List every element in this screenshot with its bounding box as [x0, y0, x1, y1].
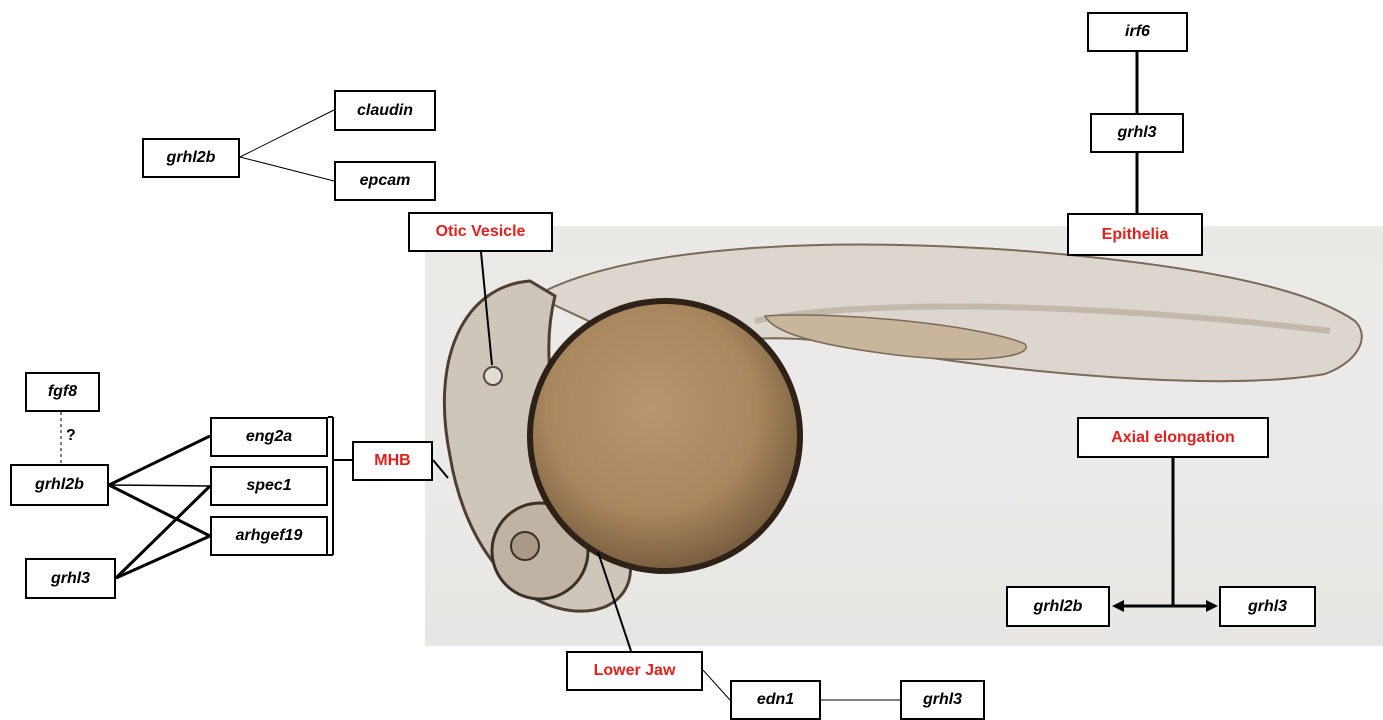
gene-box-arhgef19: arhgef19 [210, 516, 328, 556]
region-label: MHB [374, 453, 410, 469]
gene-box-epcam: epcam [334, 161, 436, 201]
gene-label: spec1 [246, 478, 291, 494]
link-grhl3-spec1 [116, 486, 210, 578]
link-mhb-pointer [433, 460, 448, 478]
link-grhl2b-spec1 [109, 485, 210, 486]
gene-box-grhl3-left: grhl3 [25, 558, 116, 599]
gene-label: grhl2b [35, 477, 84, 493]
gene-label: epcam [360, 173, 411, 189]
gene-box-claudin: claudin [334, 90, 436, 131]
region-box-mhb: MHB [352, 441, 433, 481]
link-grhl2b-claudin [240, 110, 334, 157]
arrowhead-left [1112, 600, 1124, 612]
gene-box-grhl2b-left: grhl2b [10, 464, 109, 506]
region-box-lower-jaw: Lower Jaw [566, 651, 703, 691]
gene-box-grhl3-jaw: grhl3 [900, 680, 985, 720]
link-grhl2b-epcam [240, 157, 334, 181]
link-lower-jaw-pointer [598, 552, 631, 651]
gene-box-grhl2b-top: grhl2b [142, 138, 240, 178]
gene-label: grhl3 [1248, 599, 1287, 615]
gene-box-grhl3-top: grhl3 [1090, 113, 1184, 153]
region-box-otic-vesicle: Otic Vesicle [408, 212, 553, 252]
gene-label: arhgef19 [236, 528, 303, 544]
gene-box-spec1: spec1 [210, 466, 328, 506]
gene-box-irf6: irf6 [1087, 12, 1188, 52]
arrowhead-right [1206, 600, 1218, 612]
gene-label: fgf8 [48, 384, 77, 400]
gene-label: grhl2b [1034, 599, 1083, 615]
region-box-axial-elongation: Axial elongation [1077, 417, 1269, 458]
region-label: Lower Jaw [594, 663, 676, 679]
uncertain-link-mark: ? [66, 427, 76, 445]
region-label: Otic Vesicle [436, 224, 526, 240]
gene-label: irf6 [1125, 24, 1150, 40]
gene-label: edn1 [757, 692, 794, 708]
region-label: Epithelia [1102, 227, 1169, 243]
gene-label: grhl3 [923, 692, 962, 708]
gene-box-edn1: edn1 [730, 680, 821, 720]
link-lower-jaw-edn1 [703, 670, 730, 700]
gene-label: claudin [357, 103, 413, 119]
region-label: Axial elongation [1111, 430, 1235, 446]
gene-box-fgf8: fgf8 [25, 372, 100, 412]
gene-label: grhl3 [51, 571, 90, 587]
link-grhl3-arhgef19 [116, 536, 210, 578]
gene-label: grhl3 [1117, 125, 1156, 141]
gene-box-eng2a: eng2a [210, 417, 328, 457]
gene-box-grhl3-axial: grhl3 [1219, 586, 1316, 627]
region-box-epithelia: Epithelia [1067, 213, 1203, 256]
link-grhl2b-eng2a [109, 436, 210, 485]
gene-label: grhl2b [167, 150, 216, 166]
gene-box-grhl2b-axial: grhl2b [1006, 586, 1110, 627]
link-grhl2b-arhgef19 [109, 485, 210, 536]
gene-label: eng2a [246, 429, 292, 445]
link-otic-vesicle-pointer [481, 252, 492, 365]
